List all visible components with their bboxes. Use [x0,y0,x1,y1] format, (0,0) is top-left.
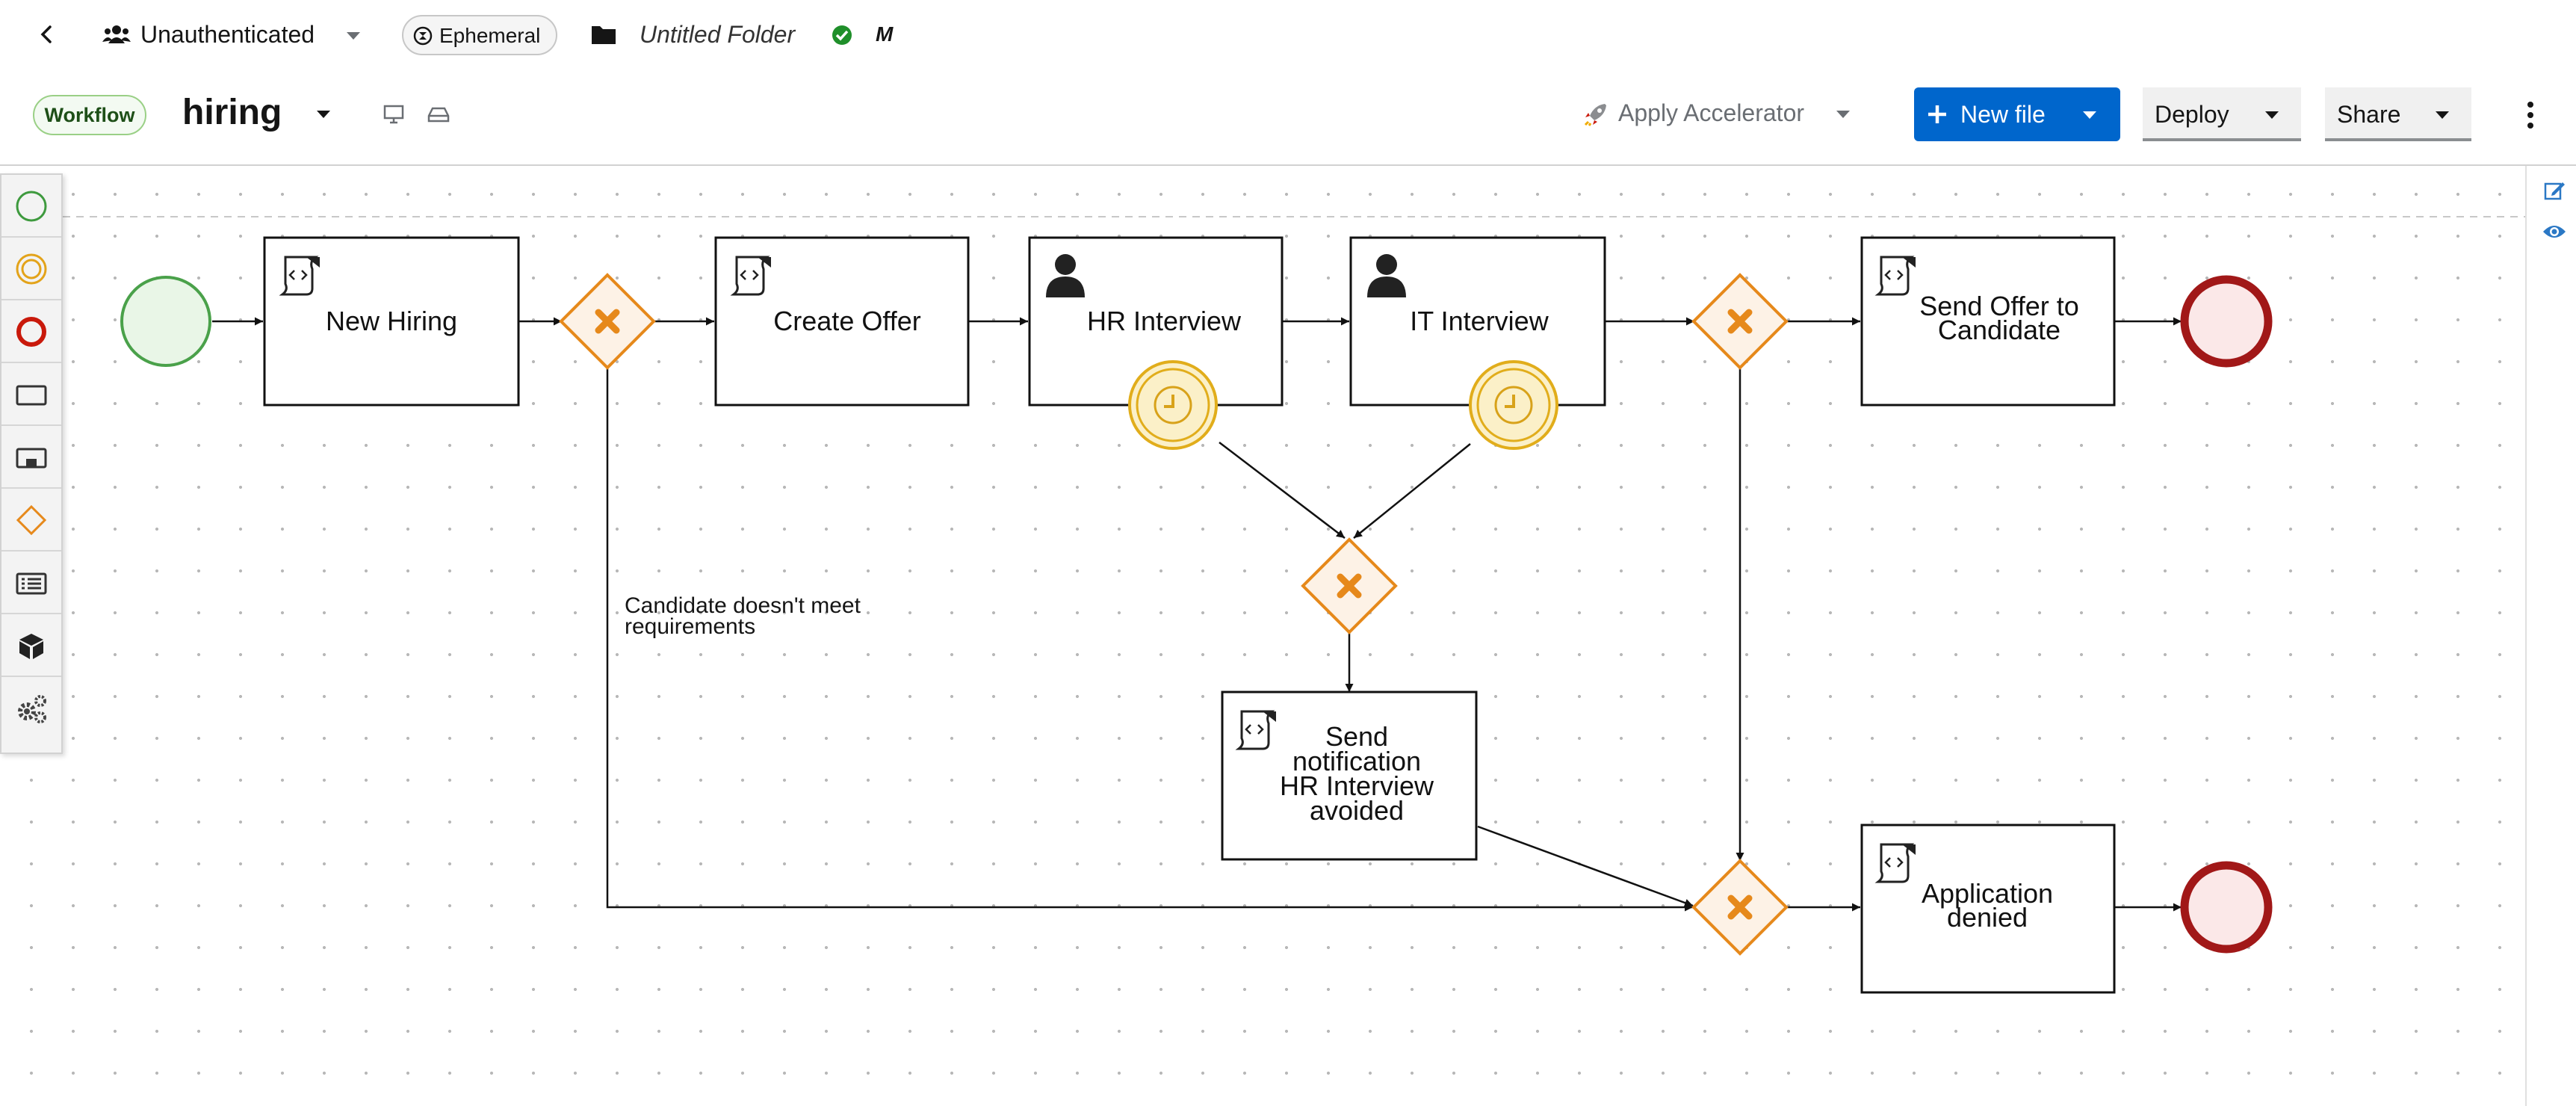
task-application-denied[interactable]: Application denied [1860,824,2116,994]
folder-label[interactable]: Untitled Folder [640,21,796,48]
share-button[interactable]: Share [2325,87,2471,141]
share-label: Share [2337,101,2401,128]
desktop-icon[interactable] [383,104,405,125]
user-task-icon [1046,254,1085,297]
gateway-candidate-check[interactable] [559,273,656,370]
workflow-badge: Workflow [33,95,146,135]
user-label[interactable]: Unauthenticated [140,21,315,48]
flow-timer1-gw3[interactable] [1219,442,1346,539]
sequence-flows [212,317,2182,912]
apply-accelerator-button[interactable]: Apply Accelerator [1618,99,1805,126]
deploy-dropdown-icon [2262,105,2282,124]
bpmn-diagram: Candidate doesn't meet requirements New … [63,216,2525,994]
share-dropdown-icon [2433,105,2452,124]
new-file-label: New file [1960,101,2046,128]
script-task-icon [730,256,771,296]
new-file-button[interactable]: New file [1914,87,2120,141]
palette-custom-tasks[interactable] [1,677,61,740]
ephemeral-icon [412,25,433,46]
flow-notification-gw4[interactable] [1477,825,1694,907]
end-event-icon [16,317,46,347]
task-notification-label-2: notification [1292,746,1421,776]
top-bar: Unauthenticated Ephemeral Untitled Folde… [0,0,2576,71]
task-notification-label-4: avoided [1310,795,1404,826]
gateway-interviews-result[interactable] [1691,273,1789,370]
task-icon [16,385,47,406]
script-task-icon [1874,256,1916,296]
palette-end-event[interactable] [1,300,61,363]
edit-properties-icon[interactable] [2543,179,2566,202]
clock-icon [1154,386,1192,424]
flow-label-line1: Candidate doesn't meet [625,593,861,618]
task-send-notification[interactable]: Send notification HR Interview avoided [1221,691,1478,861]
flow-gw1-gw4[interactable] [606,368,1693,912]
lane-icon [16,572,47,595]
ephemeral-badge[interactable]: Ephemeral [402,15,557,55]
user-task-icon [1367,254,1406,297]
task-hr-interview-label: HR Interview [1087,306,1242,336]
task-it-interview-label: IT Interview [1410,306,1549,336]
kebab-menu-icon[interactable] [2519,98,2542,132]
script-task-icon [279,256,320,296]
preview-icon[interactable] [2542,221,2567,242]
task-new-hiring-label: New Hiring [326,306,457,336]
editor-header: Workflow hiring Apply Accelerator New fi… [0,71,2576,166]
accelerator-dropdown-icon[interactable] [1833,104,1853,123]
task-notification-label-1: Send [1325,721,1388,752]
deploy-label: Deploy [2155,101,2229,128]
file-dropdown-icon[interactable] [314,104,333,123]
task-notification-label-3: HR Interview [1280,770,1434,801]
start-event-icon [16,191,47,222]
task-send-offer-label-1: Send Offer to [1919,291,2078,321]
palette-task[interactable] [1,363,61,426]
script-task-icon [1874,843,1916,883]
gateway-icon [16,504,47,536]
gateway-timeout-merge[interactable] [1301,537,1398,634]
custom-tasks-icon [18,695,46,723]
end-event-denied[interactable] [2180,861,2273,954]
bpmn-palette [0,173,63,754]
intermediate-event-icon [16,253,47,285]
file-name[interactable]: hiring [182,93,282,132]
timer-boundary-it[interactable] [1469,360,1558,450]
start-event[interactable] [120,276,211,367]
task-denied-label-2: denied [1947,902,2028,933]
task-send-offer[interactable]: Send Offer to Candidate [1860,236,2116,407]
palette-gateway[interactable] [1,489,61,552]
palette-subprocess[interactable] [1,426,61,489]
task-create-offer-label: Create Offer [773,306,920,336]
timer-boundary-hr[interactable] [1128,360,1218,450]
flow-label-line2: requirements [625,614,755,639]
rocket-icon[interactable] [1582,101,1609,128]
new-file-dropdown-icon[interactable] [2080,105,2099,124]
folder-icon [590,22,617,46]
flow-timer2-gw3[interactable] [1353,443,1471,539]
palette-start-event[interactable] [1,175,61,238]
status-mark: M [876,22,894,46]
deploy-button[interactable]: Deploy [2143,87,2301,141]
task-new-hiring[interactable]: New Hiring [263,236,520,407]
ephemeral-label: Ephemeral [439,24,541,47]
plus-icon [1926,103,1948,126]
users-icon [102,21,131,48]
task-it-interview[interactable]: IT Interview [1349,236,1606,407]
check-circle-icon [831,24,853,46]
task-create-offer[interactable]: Create Offer [714,236,970,407]
palette-intermediate-event[interactable] [1,238,61,300]
gateway-denied-merge[interactable] [1691,859,1789,956]
task-denied-label-1: Application [1922,878,2053,909]
right-panel [2525,166,2576,1106]
user-dropdown-icon[interactable] [344,25,363,45]
drive-icon[interactable] [427,104,450,125]
subprocess-icon [16,448,47,469]
end-event-offer[interactable] [2180,275,2273,368]
task-send-offer-label-2: Candidate [1938,315,2061,345]
clock-icon [1494,386,1533,424]
data-object-icon [19,634,43,659]
chevron-left-icon[interactable] [33,21,60,48]
palette-data-object[interactable] [1,614,61,677]
palette-lane[interactable] [1,552,61,614]
script-task-icon [1235,710,1276,750]
